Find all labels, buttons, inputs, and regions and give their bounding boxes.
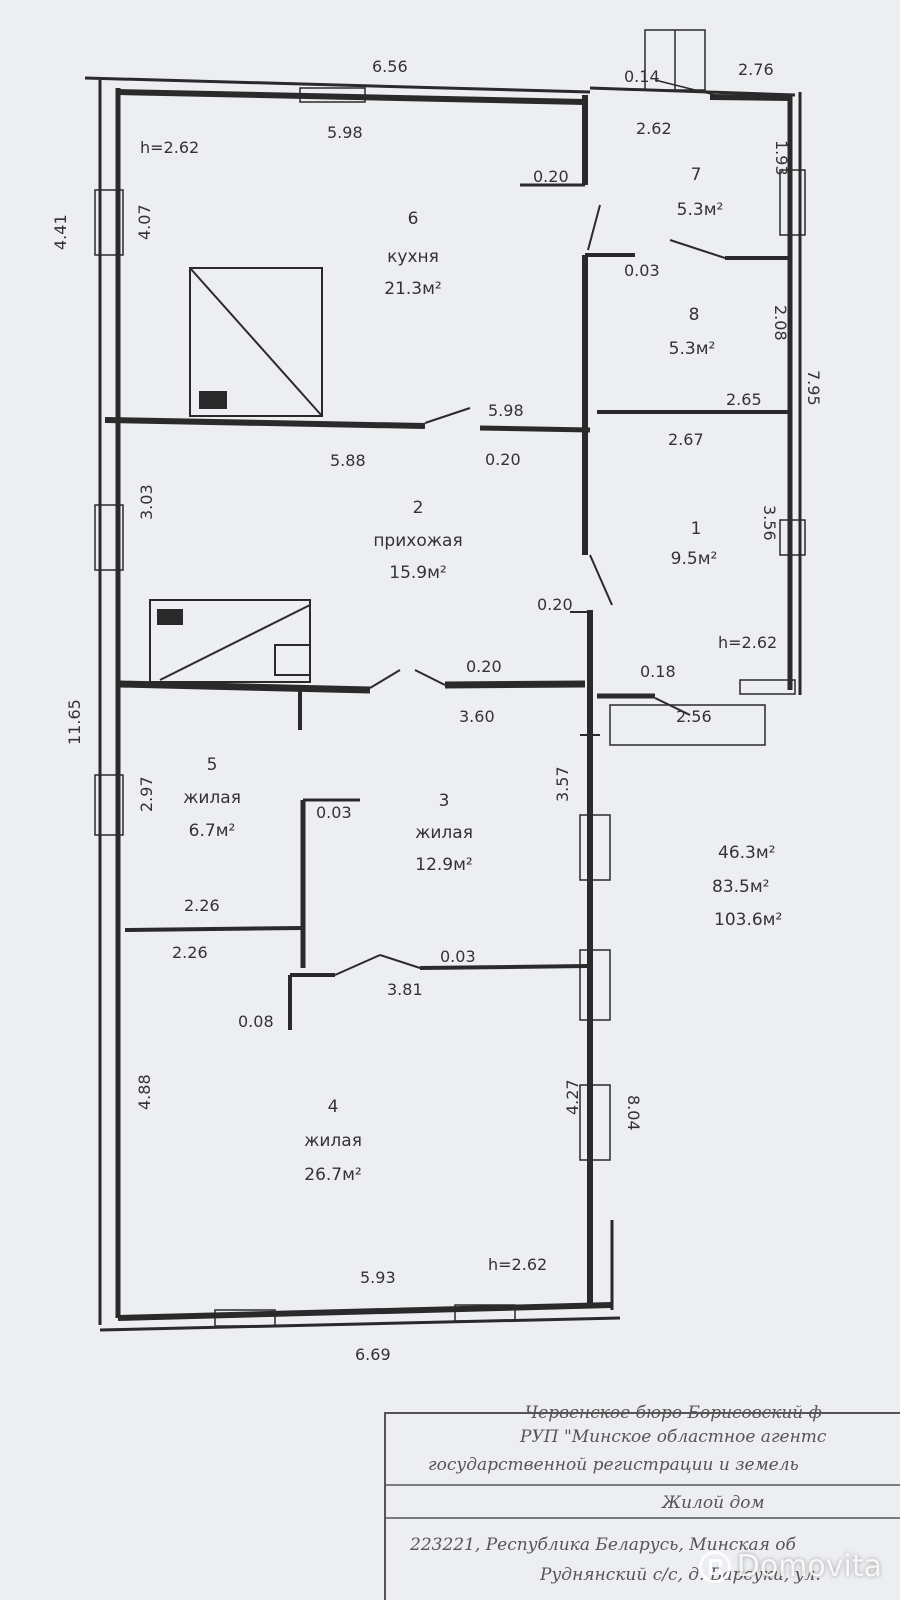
stamp-address-1: 223221, Республика Беларусь, Минская об [409,1535,796,1555]
porch-top [644,29,716,96]
dim-kitchen-top: 5.98 [327,123,363,142]
room-area: 5.3м² [677,200,724,220]
dim-right-outer-lower: 8.04 [624,1095,643,1131]
dim-room8-width: 2.65 [726,390,762,409]
dim-top-right-small: 0.14 [624,67,660,86]
stamp-bureau: Червенское бюро Борисовский ф [525,1403,822,1423]
room-area: 6.7м² [189,821,236,841]
room-number: 2 [413,498,424,518]
dim-room3-bottom: 3.81 [387,980,423,999]
dim-right-outer-upper: 7.95 [804,370,823,406]
dim-room4-height: 4.88 [135,1074,154,1110]
dim-wall-020-c: 0.20 [537,595,573,614]
dim-room8-height: 2.08 [771,305,790,341]
dim-top-right-outer: 2.76 [738,60,774,79]
dim-hall-top: 5.88 [330,451,366,470]
room-name: кухня [387,247,439,267]
room-area: 26.7м² [304,1165,362,1185]
dim-left-outer-total: 11.65 [65,699,84,745]
dim-kitchen-height: 4.07 [135,204,154,240]
dim-room1-height: 3.56 [760,505,779,541]
dim-wall-020-d: 0.20 [466,657,502,676]
dim-wall-018: 0.18 [640,662,676,681]
total-overall-area: 103.6м² [714,910,782,930]
interior-walls [104,204,790,1030]
dim-porch-width: 2.56 [676,707,712,726]
watermark: Domovita [698,1549,882,1584]
room1-ceiling-height: h=2.62 [718,633,777,652]
dimension-labels: 6.56 5.98 0.14 2.76 2.62 1.93 0.20 4.41 … [51,57,823,1364]
stamp-agency: РУП "Минское областное агентс [519,1427,827,1447]
room-number: 6 [408,209,419,229]
dim-kitchen-bottom: 5.98 [488,401,524,420]
area-totals: 46.3м² 83.5м² 103.6м² [712,843,782,930]
dim-room8-door: 0.03 [624,261,660,280]
room-number: 4 [328,1097,339,1117]
room-number: 5 [207,755,218,775]
room-name: жилая [415,823,473,843]
dim-wall-020-b: 0.20 [485,450,521,469]
dim-room4-height-right: 4.27 [563,1079,582,1115]
stamp-object: Жилой дом [661,1493,765,1513]
title-block: Червенское бюро Борисовский ф РУП "Минск… [384,1403,900,1600]
total-living-area: 46.3м² [718,843,776,863]
dim-room5-width-b: 2.26 [172,943,208,962]
dim-room3-height: 3.57 [553,766,572,802]
dim-top-outer: 6.56 [372,57,408,76]
total-total-area: 83.5м² [712,877,770,897]
dim-wall-008: 0.08 [238,1012,274,1031]
room-labels: 6 кухня 21.3м² 7 5.3м² 8 5.3м² 2 прихожа… [183,165,723,1185]
room-number: 7 [691,165,702,185]
kitchen-ceiling-height: h=2.62 [140,138,199,157]
room-area: 5.3м² [669,339,716,359]
room4-ceiling-height: h=2.62 [488,1255,547,1274]
room-number: 1 [691,519,702,539]
dim-room7-width: 2.62 [636,119,672,138]
room-name: жилая [304,1131,362,1151]
room-name: прихожая [373,531,462,551]
outer-walls [84,76,802,1332]
dim-room5-height: 2.97 [137,776,156,812]
dim-wall-020-a: 0.20 [533,167,569,186]
dim-left-outer-upper: 4.41 [51,214,70,250]
room-area: 21.3м² [384,279,442,299]
dim-bottom-outer: 6.69 [355,1345,391,1364]
dim-room4-partition: 0.03 [440,947,476,966]
dim-room7-height: 1.93 [772,140,791,176]
room-number: 8 [689,305,700,325]
dim-room3-partition: 0.03 [316,803,352,822]
room-area: 15.9м² [389,563,447,583]
stamp-address-2: Руднянский с/с, д. Барсуки, ул. [539,1565,821,1585]
kitchen-stove [189,267,323,417]
dim-room3-top: 3.60 [459,707,495,726]
watermark-text: Domovita [736,1549,882,1584]
dim-room5-width-a: 2.26 [184,896,220,915]
windows [94,87,806,1327]
room-name: жилая [183,788,241,808]
room-number: 3 [439,791,450,811]
room-area: 9.5м² [671,549,718,569]
stamp-registration: государственной регистрации и земель [428,1455,799,1475]
dim-room1-width: 2.67 [668,430,704,449]
dim-room4-width: 5.93 [360,1268,396,1287]
room-area: 12.9м² [415,855,473,875]
domovita-logo-icon [698,1550,731,1583]
hall-stove [149,599,311,683]
dim-hall-height: 3.03 [137,484,156,520]
